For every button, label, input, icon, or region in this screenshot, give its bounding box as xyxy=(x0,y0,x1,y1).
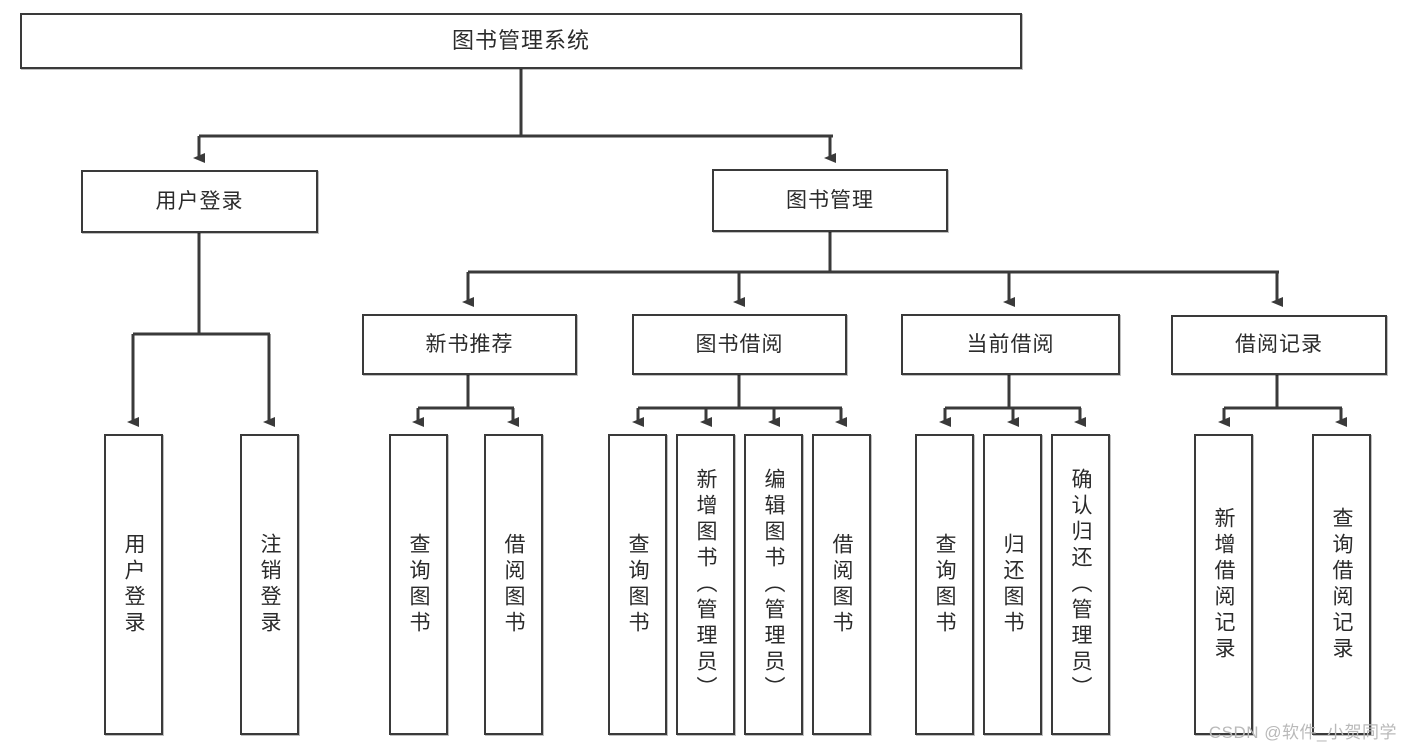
leaf-edit-book-label: 编辑图书（管理员） xyxy=(762,467,785,702)
leaf-query-book-1[interactable]: 查询图书 xyxy=(389,434,448,735)
leaf-return-book-label: 归还图书 xyxy=(1001,532,1024,637)
node-book-borrow[interactable]: 图书借阅 xyxy=(632,314,847,375)
watermark-text: CSDN @软件_小贺同学 xyxy=(1208,723,1397,742)
leaf-add-record[interactable]: 新增借阅记录 xyxy=(1194,434,1253,735)
leaf-query-record-label: 查询借阅记录 xyxy=(1330,506,1353,663)
leaf-return-book[interactable]: 归还图书 xyxy=(983,434,1042,735)
leaf-add-record-label: 新增借阅记录 xyxy=(1212,506,1235,663)
leaf-user-logout[interactable]: 注销登录 xyxy=(240,434,299,735)
leaf-user-login[interactable]: 用户登录 xyxy=(104,434,163,735)
node-current-borrow[interactable]: 当前借阅 xyxy=(901,314,1120,375)
node-book-borrow-label: 图书借阅 xyxy=(695,332,784,356)
node-borrow-record[interactable]: 借阅记录 xyxy=(1171,315,1387,375)
leaf-confirm-return-label: 确认归还（管理员） xyxy=(1069,467,1092,702)
node-current-borrow-label: 当前借阅 xyxy=(966,332,1055,356)
node-borrow-record-label: 借阅记录 xyxy=(1235,333,1323,357)
leaf-query-book-3-label: 查询图书 xyxy=(933,532,956,637)
leaf-query-book-1-label: 查询图书 xyxy=(407,532,430,637)
leaf-add-book[interactable]: 新增图书（管理员） xyxy=(676,434,735,735)
leaf-add-book-label: 新增图书（管理员） xyxy=(694,467,717,702)
node-root-label: 图书管理系统 xyxy=(451,27,590,53)
node-root[interactable]: 图书管理系统 xyxy=(20,13,1022,69)
leaf-borrow-book-1-label: 借阅图书 xyxy=(502,532,525,637)
leaf-edit-book[interactable]: 编辑图书（管理员） xyxy=(744,434,803,735)
leaf-borrow-book-1[interactable]: 借阅图书 xyxy=(484,434,543,735)
leaf-query-book-2-label: 查询图书 xyxy=(626,532,649,637)
node-book-manage-label: 图书管理 xyxy=(786,188,874,212)
node-new-book-recommend[interactable]: 新书推荐 xyxy=(362,314,577,375)
node-new-book-recommend-label: 新书推荐 xyxy=(425,332,514,356)
leaf-user-login-label: 用户登录 xyxy=(122,532,145,637)
leaf-borrow-book-2[interactable]: 借阅图书 xyxy=(812,434,871,735)
leaf-query-book-2[interactable]: 查询图书 xyxy=(608,434,667,735)
node-user-login[interactable]: 用户登录 xyxy=(81,170,318,233)
leaf-query-record[interactable]: 查询借阅记录 xyxy=(1312,434,1371,735)
leaf-confirm-return[interactable]: 确认归还（管理员） xyxy=(1051,434,1110,735)
leaf-borrow-book-2-label: 借阅图书 xyxy=(830,532,853,637)
node-user-login-label: 用户登录 xyxy=(155,189,244,213)
node-book-manage[interactable]: 图书管理 xyxy=(712,169,948,232)
leaf-query-book-3[interactable]: 查询图书 xyxy=(915,434,974,735)
leaf-user-logout-label: 注销登录 xyxy=(258,532,281,637)
